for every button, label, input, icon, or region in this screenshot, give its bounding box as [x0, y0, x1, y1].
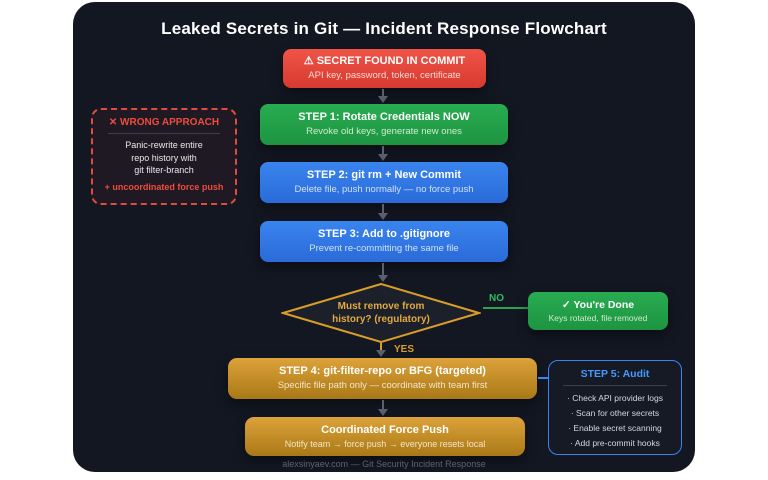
audit-title: STEP 5: Audit [580, 368, 650, 380]
no-connector [483, 307, 528, 309]
alert-node: ⚠ SECRET FOUND IN COMMIT API key, passwo… [283, 49, 486, 88]
check-icon: ✓ [561, 298, 571, 311]
step1-title: STEP 1: Rotate Credentials NOW [298, 111, 470, 124]
flow-arrow-stem [382, 146, 384, 155]
flow-arrow-stem [382, 89, 384, 97]
flow-arrow-icon [378, 96, 388, 103]
step4-subtitle: Specific file path only — coordinate wit… [277, 380, 488, 392]
flow-arrow-icon [378, 275, 388, 282]
audit-item: Add pre-commit hooks [553, 436, 677, 451]
wrong-approach-warning: + uncoordinated force push [104, 181, 224, 192]
wrong-approach-panel: ✕ WRONG APPROACH Panic-rewrite entire re… [91, 108, 237, 205]
step4-title: STEP 4: git-filter-repo or BFG (targeted… [279, 365, 486, 378]
force-push-subtitle: Notify team → force push → everyone rese… [284, 438, 486, 449]
step3-subtitle: Prevent re-committing the same file [309, 243, 459, 255]
yes-connector [380, 343, 382, 351]
done-node: ✓ You're Done Keys rotated, file removed [528, 292, 668, 330]
decision-line1: Must remove from [337, 301, 425, 312]
flow-arrow-stem [382, 400, 384, 410]
step1-subtitle: Revoke old keys, generate new ones [306, 126, 462, 138]
audit-item: Scan for other secrets [553, 406, 677, 421]
no-branch-label: NO [489, 293, 504, 304]
audit-item: Enable secret scanning [553, 421, 677, 436]
flow-arrow-stem [382, 263, 384, 276]
wrong-approach-line: git filter-branch [134, 165, 194, 176]
step3-title: STEP 3: Add to .gitignore [318, 228, 450, 241]
force-push-node: Coordinated Force Push Notify team → for… [245, 417, 525, 456]
step3-node: STEP 3: Add to .gitignore Prevent re-com… [260, 221, 508, 262]
done-subtitle: Keys rotated, file removed [548, 313, 648, 324]
cross-icon: ✕ [108, 117, 118, 128]
footer-credit: alexsinyaev.com — Git Security Incident … [282, 459, 486, 469]
wrong-approach-line: repo history with [131, 152, 197, 163]
diamond-shape [281, 283, 481, 343]
page-title: Leaked Secrets in Git — Incident Respons… [161, 19, 607, 38]
decision-text: Must remove from history? (regulatory) [281, 283, 481, 343]
decision-line2: history? (regulatory) [332, 314, 430, 325]
audit-divider [563, 385, 667, 386]
audit-item: Check API provider logs [553, 391, 677, 406]
done-title-text: You're Done [573, 298, 635, 311]
alert-title-text: SECRET FOUND IN COMMIT [316, 55, 466, 68]
step4-node: STEP 4: git-filter-repo or BFG (targeted… [228, 358, 537, 399]
step1-node: STEP 1: Rotate Credentials NOW Revoke ol… [260, 104, 508, 145]
done-title: ✓ You're Done [562, 299, 634, 312]
force-push-title: Coordinated Force Push [321, 423, 449, 436]
wrong-approach-title-text: WRONG APPROACH [120, 117, 220, 128]
audit-connector [538, 377, 548, 379]
flow-arrow-icon [376, 350, 386, 357]
step2-node: STEP 2: git rm + New Commit Delete file,… [260, 162, 508, 203]
wrong-approach-divider [108, 133, 220, 134]
flow-arrow-icon [378, 154, 388, 161]
alert-subtitle: API key, password, token, certificate [308, 70, 461, 82]
warning-icon: ⚠ [303, 55, 314, 68]
step2-title: STEP 2: git rm + New Commit [306, 169, 462, 182]
yes-branch-label: YES [394, 344, 415, 355]
wrong-approach-line: Panic-rewrite entire [125, 140, 203, 150]
decision-diamond: Must remove from history? (regulatory) [281, 283, 481, 343]
flow-arrow-stem [382, 204, 384, 214]
audit-panel: STEP 5: Audit Check API provider logs Sc… [548, 360, 682, 455]
audit-list: Check API provider logs Scan for other s… [553, 391, 677, 451]
flow-arrow-icon [378, 409, 388, 416]
alert-title: ⚠ SECRET FOUND IN COMMIT [304, 55, 465, 68]
step2-subtitle: Delete file, push normally — no force pu… [294, 184, 474, 196]
flow-arrow-icon [378, 213, 388, 220]
wrong-approach-title: ✕ WRONG APPROACH [98, 117, 230, 128]
